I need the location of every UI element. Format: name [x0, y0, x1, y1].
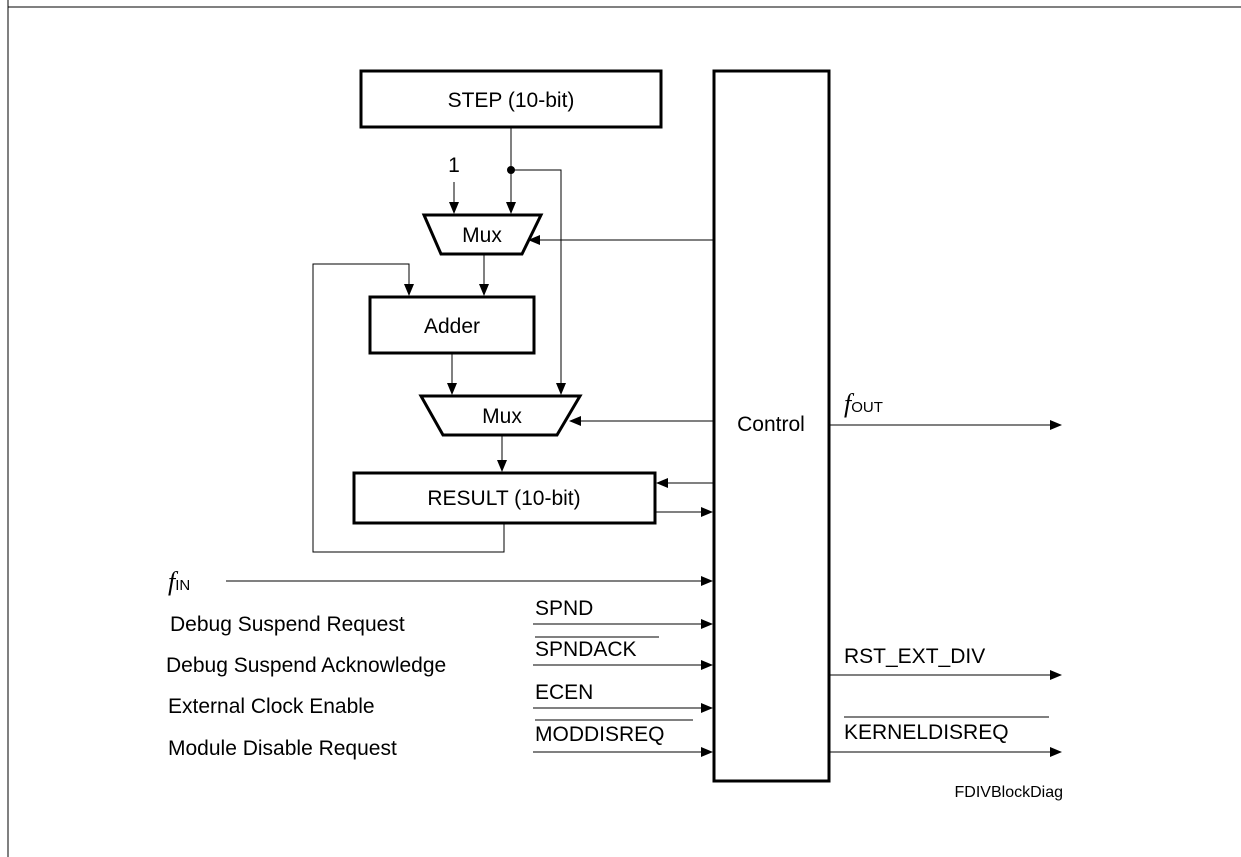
junction-dot	[507, 166, 515, 174]
adder-label: Adder	[424, 315, 480, 338]
signal-name: ECEN	[535, 681, 593, 704]
f-in-symbol: f	[168, 567, 179, 596]
signal-ecen: External Clock Enable ECEN	[168, 681, 713, 718]
f-out-symbol: f	[844, 389, 855, 418]
figure-id: FDIVBlockDiag	[955, 784, 1063, 801]
kerneldisreq-output: KERNELDISREQ	[829, 716, 1062, 757]
signal-name: SPND	[535, 597, 593, 620]
svg-text:fIN: fIN	[168, 567, 190, 596]
step-block: STEP (10-bit)	[359, 69, 663, 129]
result-label: RESULT (10-bit)	[427, 487, 580, 510]
f-in-subscript: IN	[175, 577, 190, 594]
signal-description: Debug Suspend Acknowledge	[166, 654, 446, 677]
signal-name: SPNDACK	[535, 638, 637, 661]
f-out-subscript: OUT	[851, 399, 883, 416]
mux-bottom: Mux	[418, 394, 583, 437]
control-block: Control	[712, 69, 831, 783]
signal-spnd: Debug Suspend Request SPND	[170, 597, 713, 636]
mux-bottom-label: Mux	[482, 405, 522, 428]
page-border	[7, 0, 1241, 857]
signal-description: Module Disable Request	[168, 737, 397, 760]
signal-description: Debug Suspend Request	[170, 613, 405, 636]
svg-text:fOUT: fOUT	[844, 389, 883, 418]
mux-top-label: Mux	[462, 224, 502, 247]
mux-top: Mux	[421, 213, 544, 256]
adder-block: Adder	[368, 295, 536, 355]
control-label: Control	[737, 413, 805, 436]
kerneldisreq-label: KERNELDISREQ	[844, 721, 1009, 744]
f-out-output: fOUT	[829, 389, 1062, 430]
constant-one-label: 1	[448, 154, 460, 177]
signal-moddisreq: Module Disable Request MODDISREQ	[168, 719, 713, 760]
rst-ext-div-output: RST_EXT_DIV	[829, 645, 1062, 680]
rst-ext-div-label: RST_EXT_DIV	[844, 645, 985, 668]
f-in-input: fIN	[168, 567, 713, 596]
signal-name: MODDISREQ	[535, 723, 665, 746]
step-label: STEP (10-bit)	[448, 89, 575, 112]
signal-spndack: Debug Suspend Acknowledge SPNDACK	[166, 636, 713, 677]
result-block: RESULT (10-bit)	[352, 471, 657, 525]
signal-description: External Clock Enable	[168, 695, 375, 718]
